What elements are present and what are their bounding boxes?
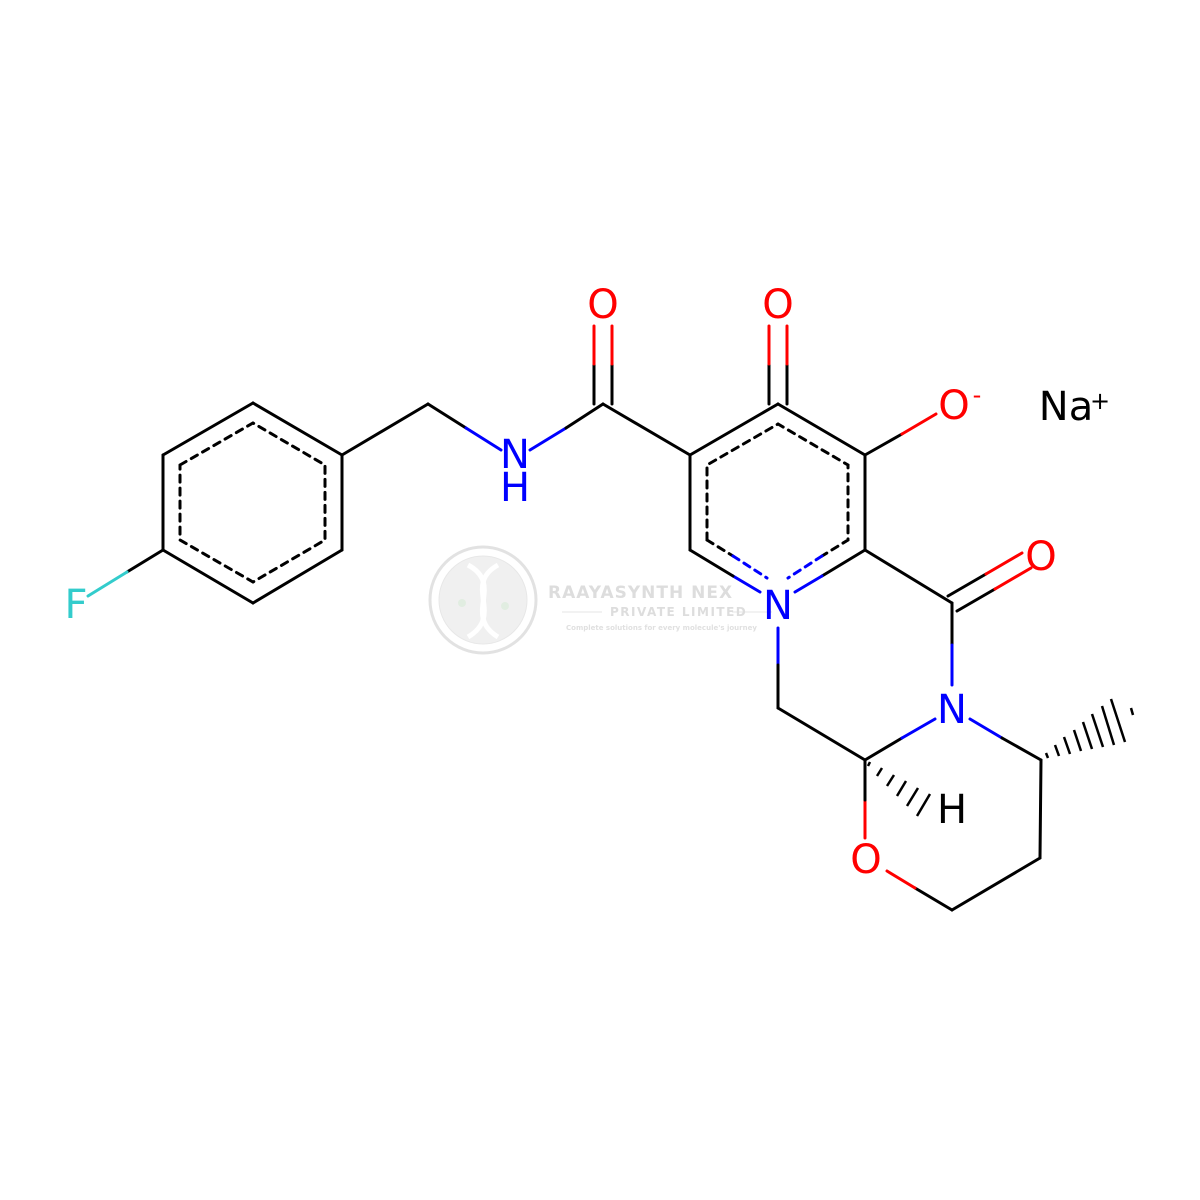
lactam-nitrogen-label: N (937, 687, 967, 733)
amide-oxygen-label: O (587, 282, 618, 328)
oxide-charge-label: - (973, 381, 982, 409)
fluorine-label: F (64, 582, 87, 628)
watermark-subtitle: PRIVATE LIMITED (610, 605, 747, 619)
amide-hydrogen-label: H (500, 465, 530, 511)
ring-nitrogen-label: N (763, 583, 793, 629)
watermark-tagline: Complete solutions for every molecule's … (566, 624, 757, 632)
stereo-hash-wedge-methyl (1044, 698, 1135, 759)
watermark-title: RAAYASYNTH NEX (548, 583, 733, 603)
pyridinone-ring (688, 402, 867, 594)
sodium-charge-label: + (1090, 387, 1110, 415)
ether-oxygen-label: O (850, 837, 881, 883)
oxide-oxygen-label: O (938, 383, 969, 429)
oxazinane-ring (863, 717, 1043, 912)
ketone-oxygen-label: O (762, 282, 793, 328)
stereo-hash-wedge-h (866, 761, 932, 817)
watermark-logo-icon (428, 545, 538, 655)
ketone-bond (767, 324, 789, 406)
benzyl-amide-chain (340, 324, 692, 457)
atom-labels: F N H O O O - O N N H O Na + (64, 282, 1110, 883)
lactam-oxygen-label: O (1025, 534, 1056, 580)
stereo-hydrogen-label: H (937, 787, 967, 833)
fluoro-bond (86, 548, 165, 598)
benzene-ring (161, 401, 344, 605)
lactam-carbonyl (863, 548, 1033, 687)
piperazine-link (776, 626, 937, 762)
watermark: RAAYASYNTH NEX PRIVATE LIMITED Complete … (428, 545, 772, 655)
sodium-label: Na (1039, 384, 1093, 430)
bonds (86, 324, 1043, 912)
oxide-bond (863, 412, 938, 457)
amide-nitrogen-label: N (500, 432, 530, 478)
